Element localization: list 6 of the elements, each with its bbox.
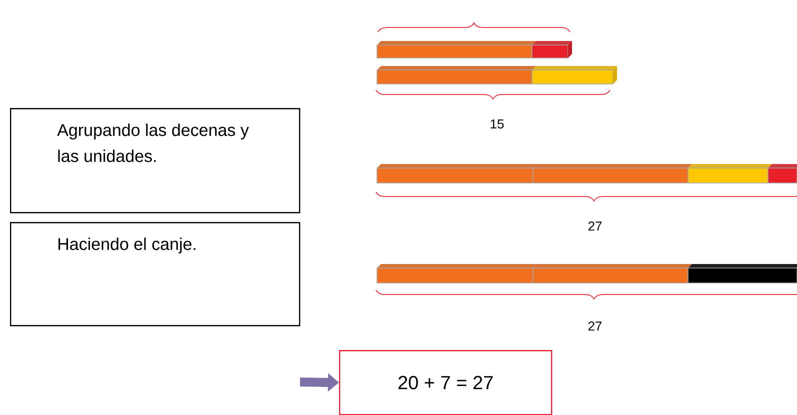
total-label: 15 [490,119,504,129]
step-box: Haciendo el canje. [10,222,300,326]
total-label: 27 [588,321,602,331]
total-label: 27 [588,221,602,231]
result-box: 20 + 7 = 27 [339,350,552,415]
step-box: Agrupando las decenas y las unidades. [10,108,300,214]
